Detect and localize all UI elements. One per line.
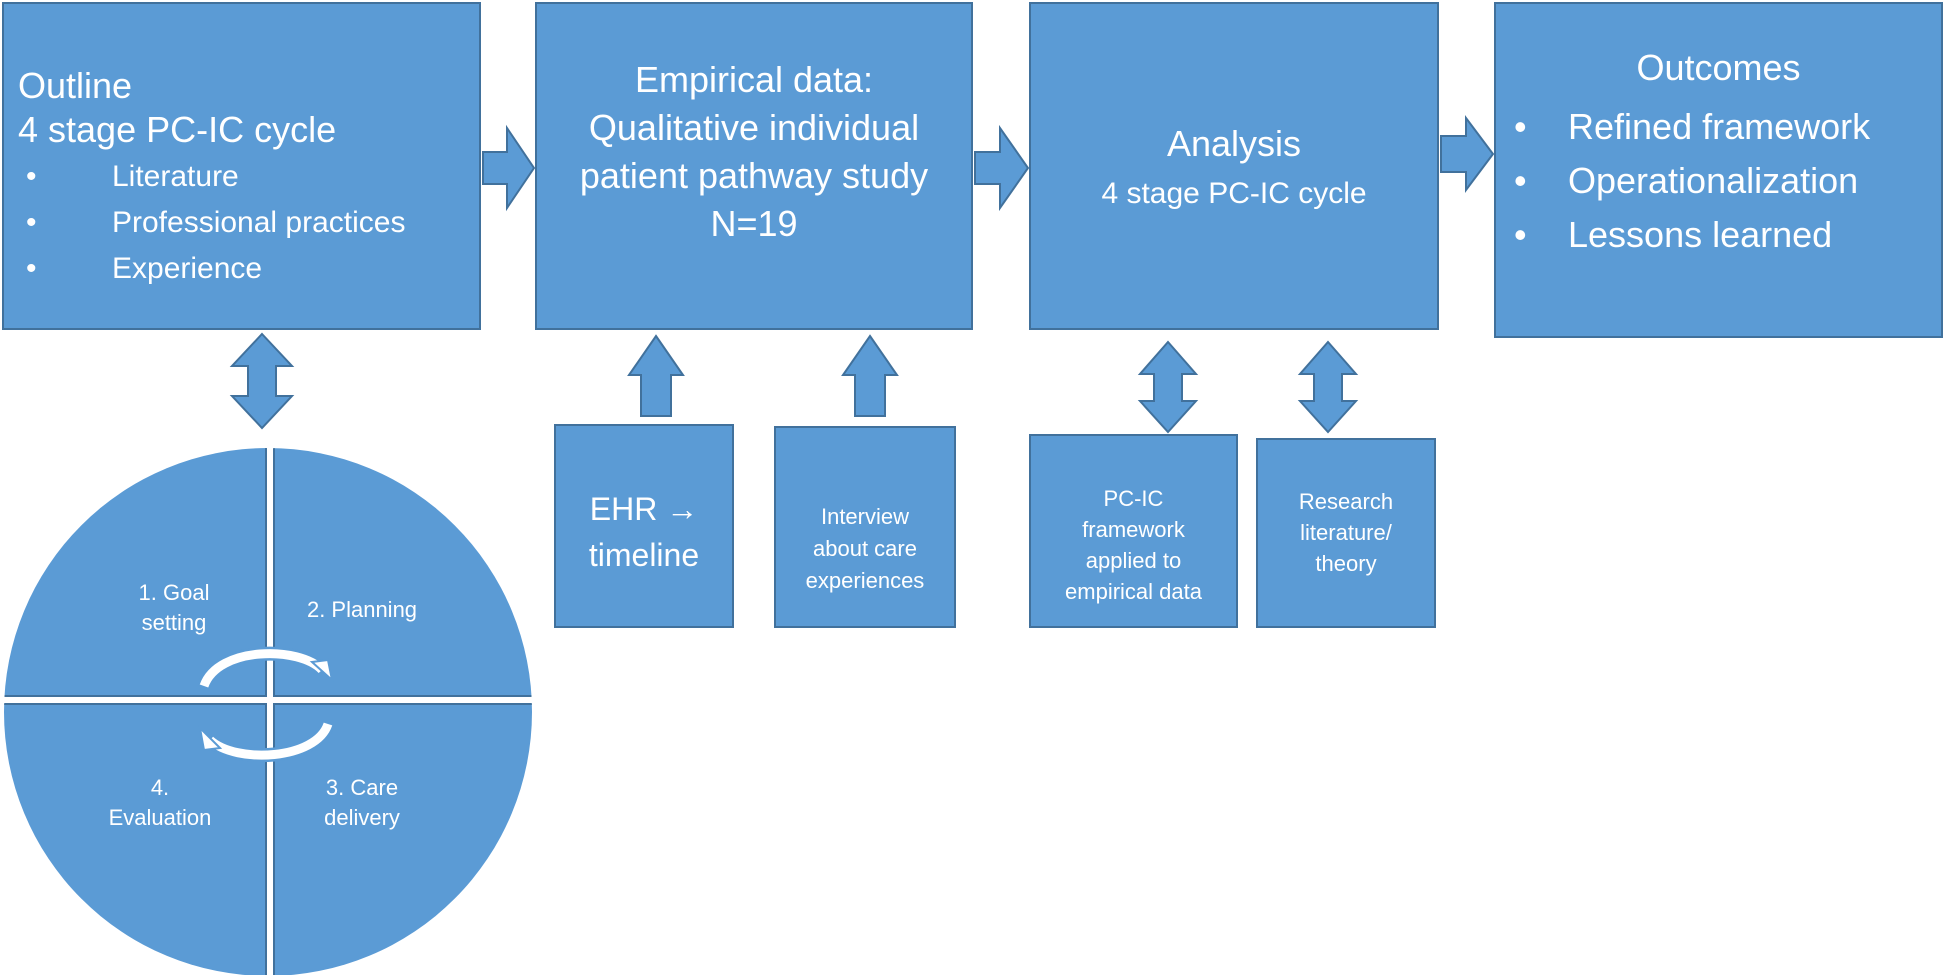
outcomes-title: Outcomes	[1636, 47, 1801, 88]
outcomes-list: Refined framework Operationalization Les…	[1496, 100, 1941, 262]
cycle-label-evaluation: 4. Evaluation	[80, 773, 240, 833]
interview-line-1: Interview	[820, 504, 910, 529]
outcomes-box: Outcomes Refined framework Operationaliz…	[1494, 2, 1943, 338]
goal-line-2: setting	[141, 610, 207, 635]
analysis-box: Analysis 4 stage PC-IC cycle	[1029, 2, 1439, 330]
interview-box: Interview about care experiences	[774, 426, 956, 628]
planning-line-1: 2. Planning	[306, 597, 418, 622]
empirical-line-1: Empirical data:	[634, 59, 874, 100]
double-arrow-analysis-research	[1297, 340, 1359, 434]
ehr-timeline-text: EHR → timeline	[556, 486, 732, 578]
cycle-label-care-delivery: 3. Care delivery	[282, 773, 442, 833]
outline-item-literature: Literature	[4, 154, 479, 200]
pcic-line-1: PC-IC	[1103, 486, 1164, 511]
analysis-subtitle: 4 stage PC-IC cycle	[1101, 177, 1367, 210]
double-arrow-analysis-pcic	[1137, 340, 1199, 434]
eval-line-2: Evaluation	[108, 805, 212, 830]
outline-title: Outline	[18, 65, 133, 106]
empirical-data-box: Empirical data: Qualitative individual p…	[535, 2, 973, 330]
care-line-2: delivery	[324, 805, 400, 830]
outline-item-experience: Experience	[4, 246, 479, 292]
outcomes-item-refined-framework: Refined framework	[1496, 100, 1941, 154]
pcic-line-3: applied to	[1085, 548, 1182, 573]
outline-subtitle: 4 stage PC-IC cycle	[18, 109, 337, 150]
research-literature-text: Research literature/ theory	[1258, 486, 1434, 579]
double-arrow-outline-cycle	[229, 332, 295, 430]
empirical-line-4: N=19	[710, 203, 798, 244]
arrow-empirical-to-analysis	[974, 124, 1030, 212]
analysis-title: Analysis	[1166, 123, 1302, 164]
interview-line-2: about care	[813, 536, 917, 561]
empirical-line-2: Qualitative individual	[588, 107, 920, 148]
pcic-line-2: framework	[1082, 517, 1185, 542]
outcomes-item-lessons-learned: Lessons learned	[1496, 208, 1941, 262]
ehr-line-2: timeline	[588, 537, 700, 573]
goal-line-1: 1. Goal	[138, 580, 210, 605]
pcic-framework-applied-text: PC-IC framework applied to empirical dat…	[1031, 483, 1236, 607]
arrow-interview-to-empirical	[841, 334, 899, 417]
interview-line-3: experiences	[805, 568, 925, 593]
empirical-data-text: Empirical data: Qualitative individual p…	[537, 56, 971, 248]
cycle-label-goal-setting: 1. Goal setting	[94, 578, 254, 638]
cycle-label-planning: 2. Planning	[282, 595, 442, 625]
empirical-line-3: patient pathway study	[579, 155, 929, 196]
outline-box: Outline 4 stage PC-IC cycle Literature P…	[2, 2, 481, 330]
cycle-arrowhead-top-icon	[309, 658, 334, 683]
pcic-line-4: empirical data	[1065, 579, 1202, 604]
outline-item-professional-practices: Professional practices	[4, 200, 479, 246]
pcic-cycle-circle	[4, 448, 532, 975]
ehr-line-1: EHR →	[589, 491, 699, 527]
arrow-ehr-to-empirical	[627, 334, 685, 417]
arrow-outline-to-empirical	[482, 124, 536, 212]
outcomes-item-operationalization: Operationalization	[1496, 154, 1941, 208]
ehr-timeline-box: EHR → timeline	[554, 424, 734, 628]
eval-line-1: 4.	[150, 775, 170, 800]
arrow-analysis-to-outcomes	[1440, 115, 1495, 193]
cycle-arrowhead-bottom-icon	[198, 725, 223, 752]
care-line-1: 3. Care	[325, 775, 399, 800]
pcic-framework-applied-box: PC-IC framework applied to empirical dat…	[1029, 434, 1238, 628]
research-literature-box: Research literature/ theory	[1256, 438, 1436, 628]
interview-text: Interview about care experiences	[776, 501, 954, 597]
outline-list: Literature Professional practices Experi…	[4, 154, 479, 292]
research-line-2: literature/	[1300, 520, 1392, 545]
research-line-3: theory	[1315, 551, 1377, 576]
research-line-1: Research	[1298, 489, 1394, 514]
